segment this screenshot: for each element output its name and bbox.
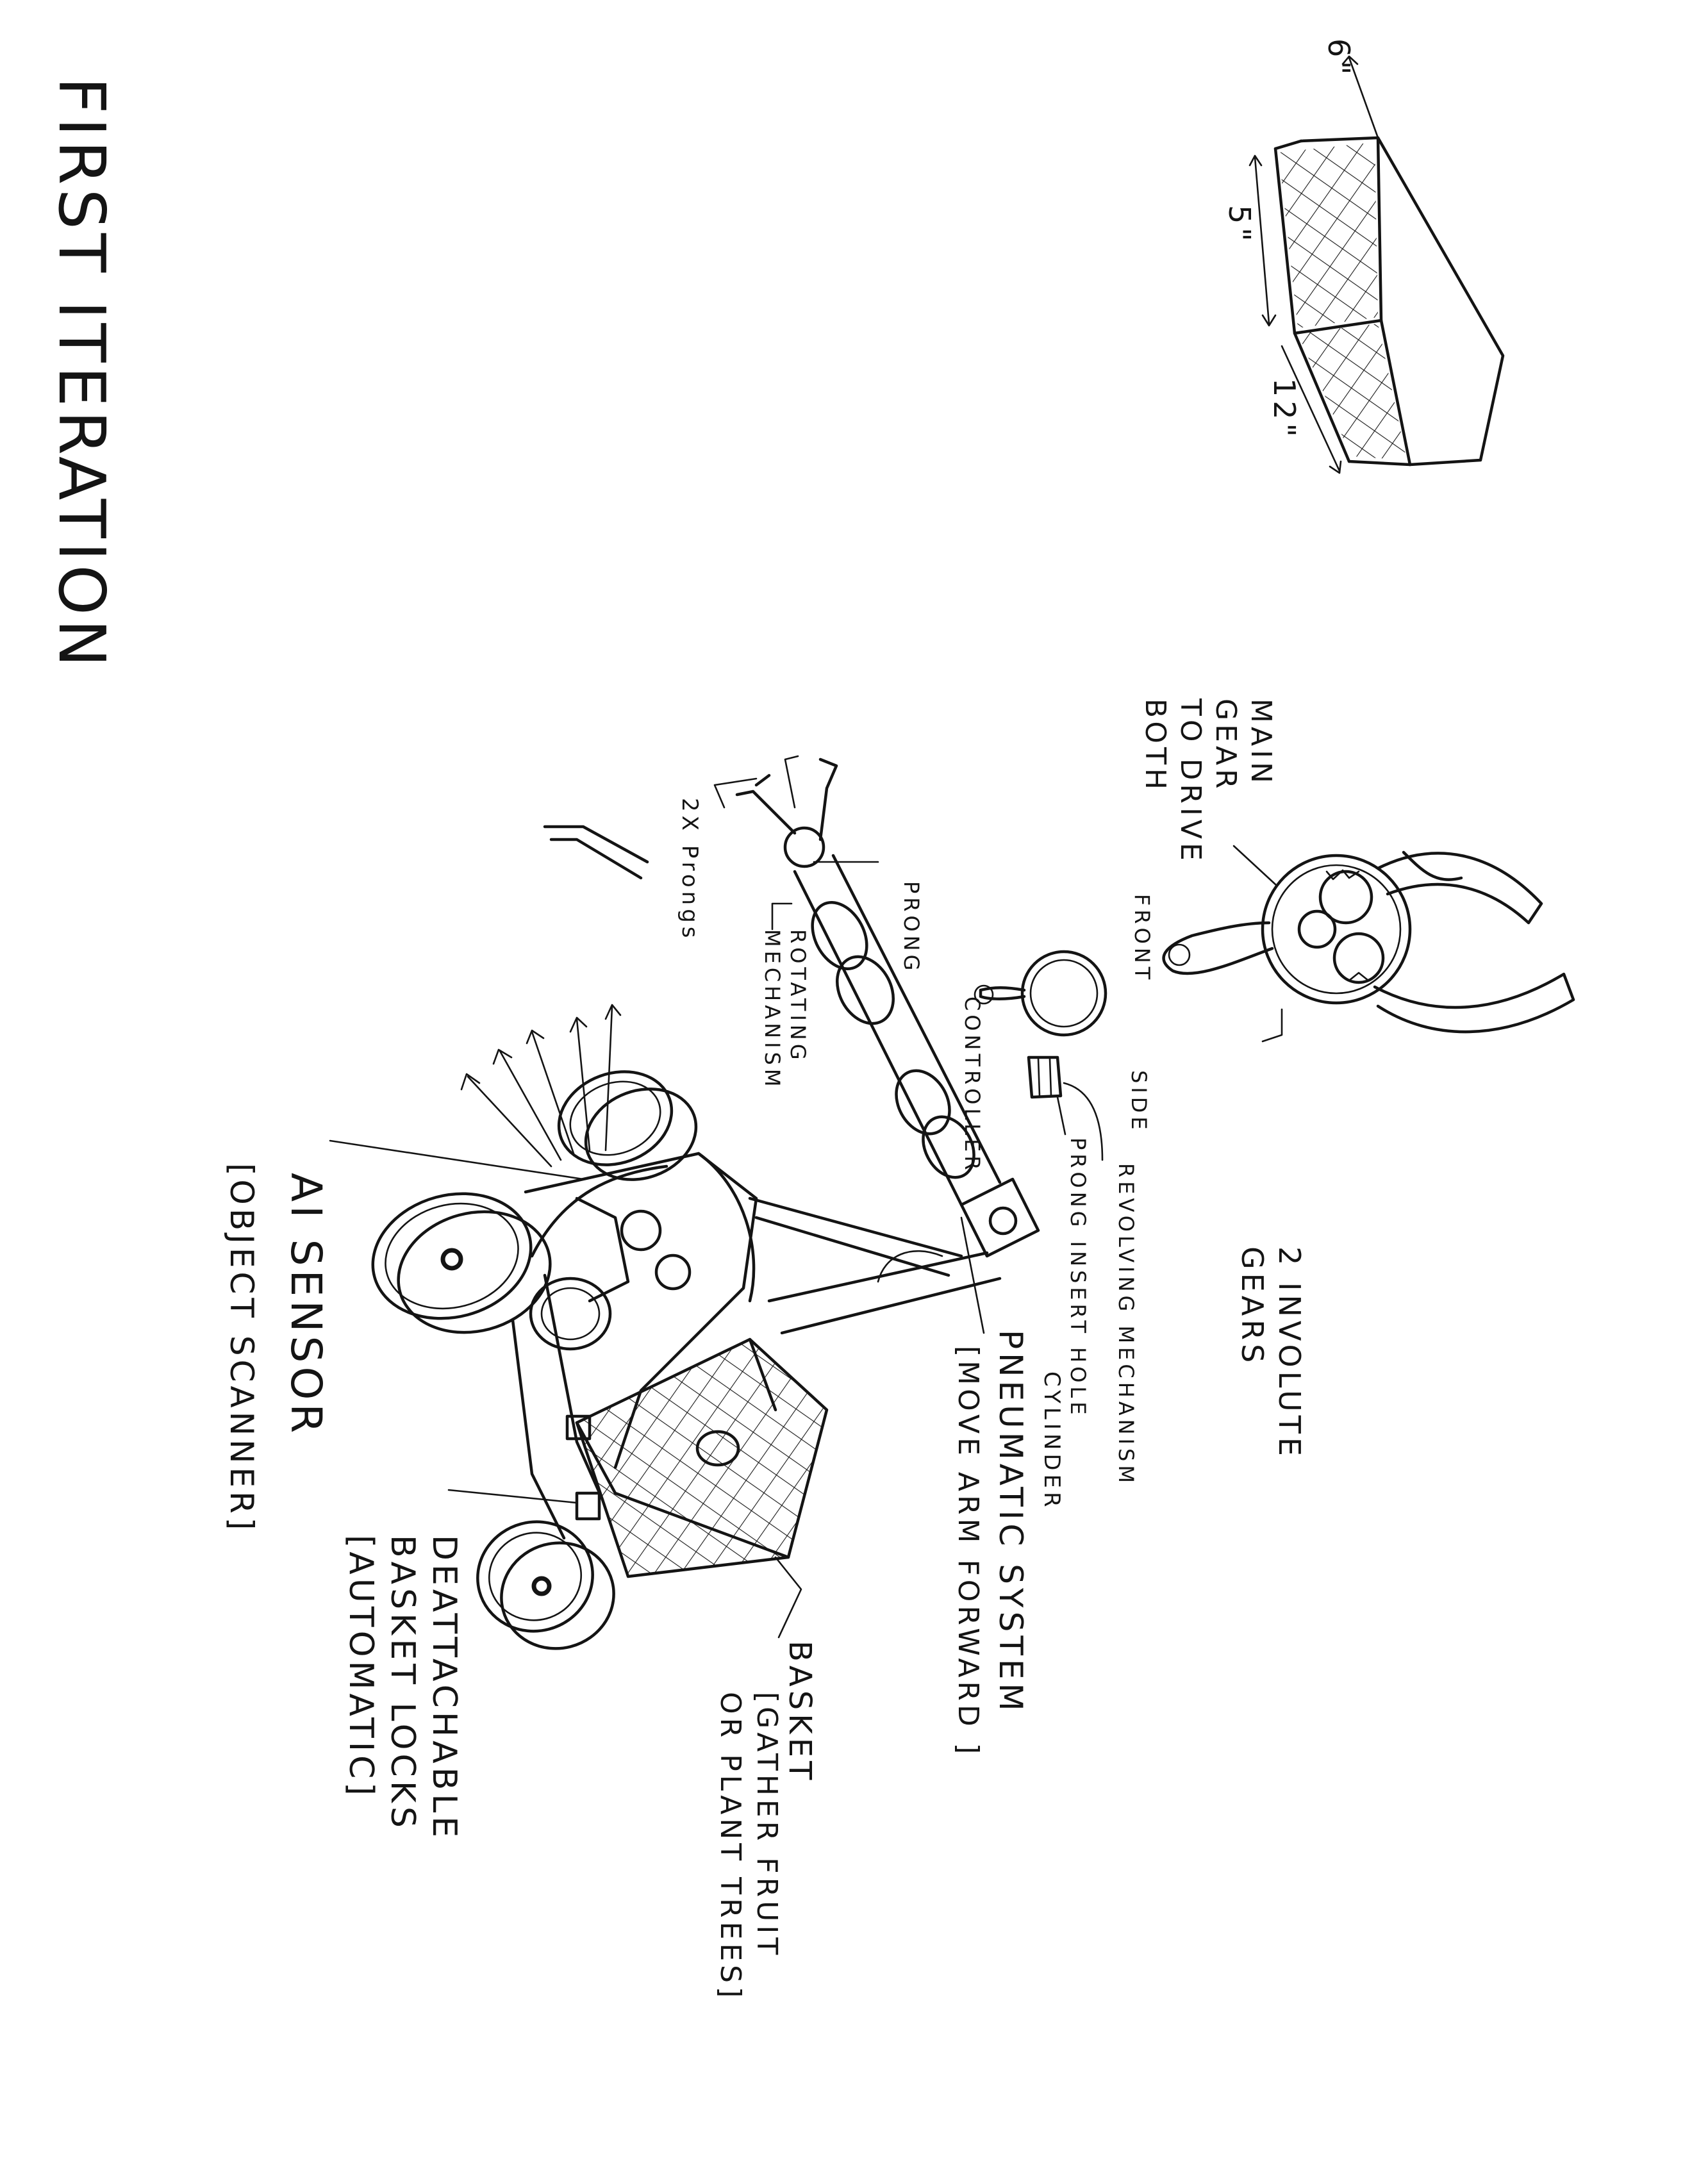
lower-claw-arm	[1375, 974, 1573, 1032]
move-arm-forward-label: [MOVE ARM FORWARD ]	[951, 1346, 984, 1758]
pneumatic-cylinder	[750, 1198, 961, 1275]
rear-bottom-wheel	[531, 1278, 610, 1349]
cylinder-label: CYLINDER	[1039, 1371, 1064, 1511]
object-scanner-label: [OBJECT SCANNER]	[223, 1163, 260, 1534]
main-drive-gear	[1299, 911, 1335, 947]
side-view-label: SIDE	[1127, 1070, 1150, 1134]
upper-claw-arm	[1378, 853, 1541, 923]
wrist-joint	[785, 828, 824, 866]
prong-label: PRONG	[899, 881, 923, 974]
prong-insert-leader	[1058, 1097, 1065, 1134]
upper-arm-tube	[769, 1253, 1000, 1333]
basket-leader	[776, 1557, 801, 1637]
pneumatic-system-label: PNEUMATIC SYSTEM	[992, 1330, 1029, 1715]
gripper-detail-sketch	[1164, 846, 1573, 1041]
basket-purpose-label: [GATHER FRUIT OR PLANT TREES]	[712, 1692, 785, 2001]
prong-controller-label: CONTROLLER	[960, 997, 984, 1174]
ai-sensor-arrows	[461, 1005, 620, 1166]
pneumatic-leader	[961, 1218, 984, 1333]
detachable-basket-leader	[449, 1490, 577, 1503]
mounted-basket	[567, 1339, 827, 1576]
front-bottom-wheel	[465, 1509, 626, 1661]
gripper-front-view	[975, 952, 1106, 1035]
lower-finger	[820, 759, 836, 840]
prong-insert-hole-label: PRONG INSERT HOLE	[1066, 1138, 1090, 1418]
elbow-joint	[961, 1179, 1038, 1256]
width-dimension-line	[1255, 157, 1269, 324]
rotating-mechanism-label: ROTATING MECHANISM	[759, 929, 811, 1090]
basket-mesh-side	[1279, 142, 1378, 328]
rotating-mechanism-leader	[772, 904, 792, 929]
page-title: FIRST ITERATION	[45, 77, 119, 671]
front-view-label: FRONT	[1130, 894, 1154, 983]
basket-mesh-front	[1298, 324, 1407, 460]
involute-gears-label: 2 INVOLUTE GEARS	[1234, 1246, 1307, 1460]
ai-sensor-label: AI SENSOR	[281, 1173, 330, 1437]
upper-finger	[737, 775, 795, 833]
dimension-length-label: 12"	[1267, 378, 1301, 441]
revolving-mechanism-label: REVOLVING MECHANISM	[1114, 1163, 1138, 1487]
dimension-height-label: 6"	[1322, 38, 1356, 78]
two-prongs-label: 2X Prongs	[677, 798, 702, 942]
spare-prong	[545, 827, 647, 878]
main-gear-label: MAIN GEAR TO DRIVE BOTH	[1138, 699, 1279, 864]
involute-gears-leader	[1263, 1009, 1282, 1041]
detachable-basket-label: DEATTACHABLE BASKET LOCKS [AUTOMATIC]	[340, 1535, 465, 1841]
basket-label: BASKET	[782, 1641, 817, 1783]
dimension-width-label: 5"	[1222, 205, 1256, 245]
